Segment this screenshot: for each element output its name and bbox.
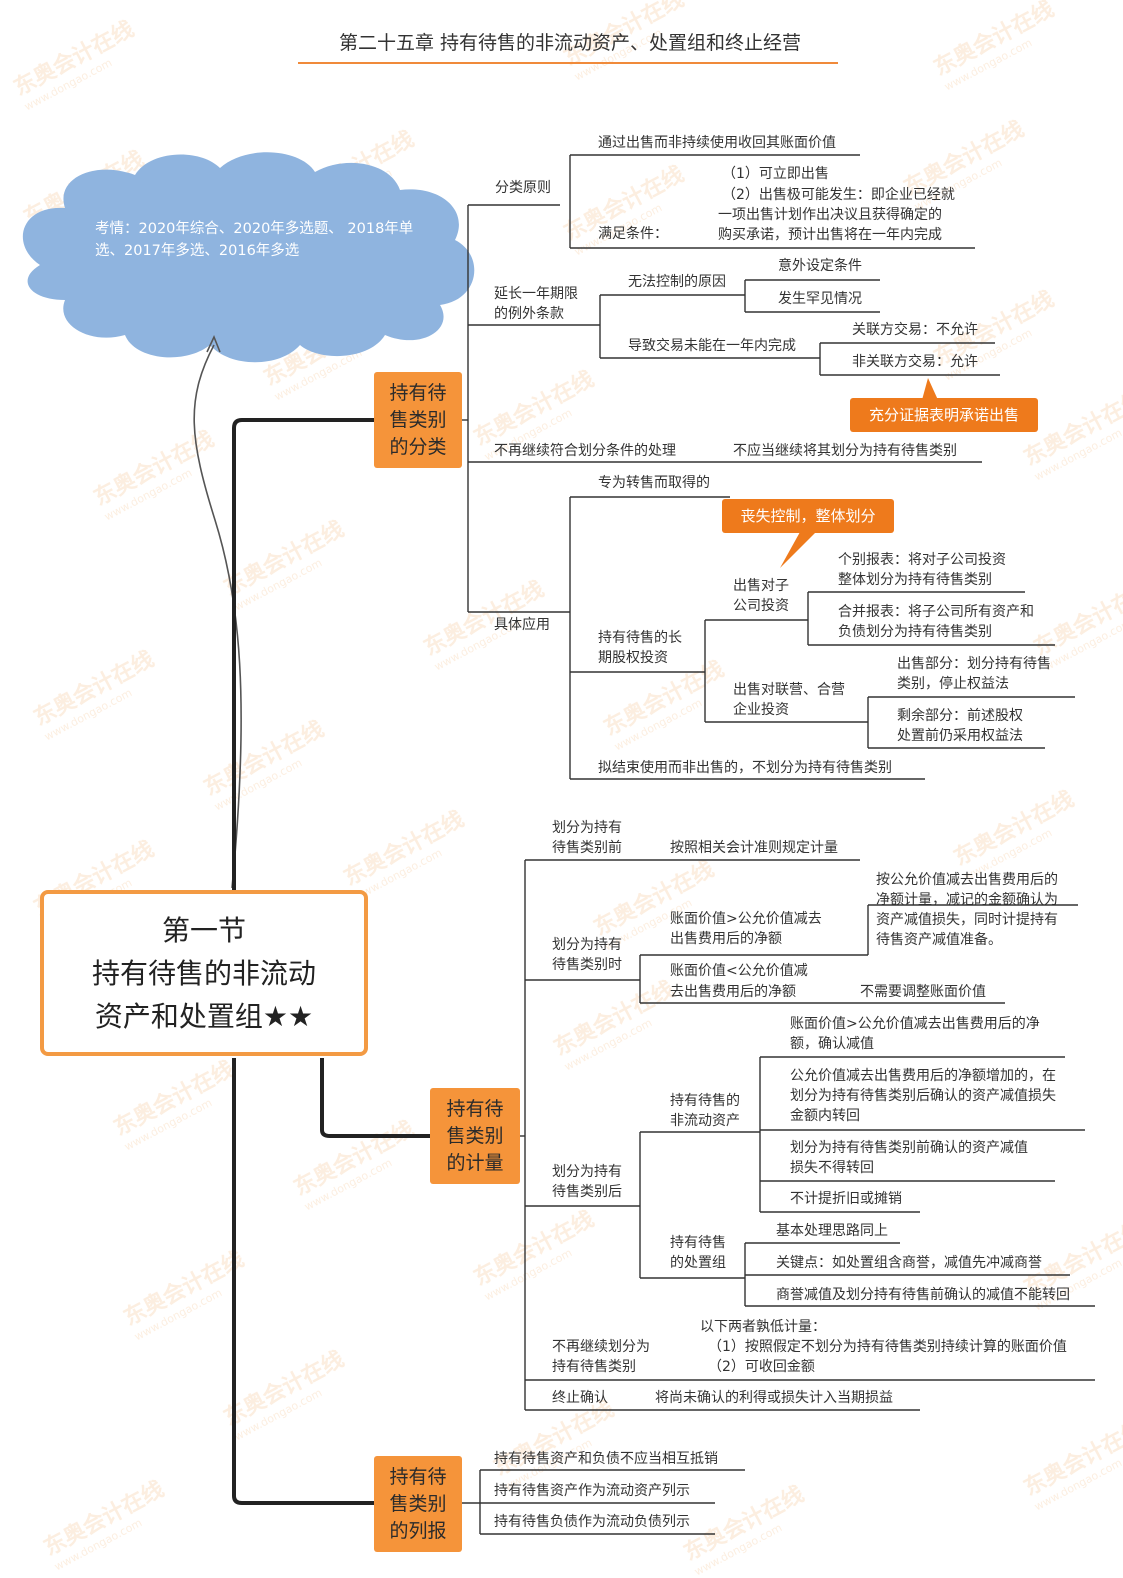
node-cease-l1[interactable]: 不再继续划分为 xyxy=(552,1339,650,1355)
node-related-party[interactable]: 关联方交易：不允许 xyxy=(852,322,978,338)
callout-pointer xyxy=(922,378,938,400)
node-non-related-party[interactable]: 非关联方交易：允许 xyxy=(852,354,978,370)
condition-line: （1）可立即出售 xyxy=(722,166,829,182)
central-topic-line3: 资产和处置组★★ xyxy=(94,1000,314,1033)
node-at-l1[interactable]: 划分为持有 xyxy=(552,937,622,953)
node-assoc-investment-l1[interactable]: 出售对联营、合营 xyxy=(733,682,845,698)
node-less-cond-l1[interactable]: 账面价值<公允价值减 xyxy=(670,963,808,979)
callout-sufficient-evidence[interactable]: 充分证据表明承诺出售 xyxy=(850,398,1038,432)
node-ltei-l1[interactable]: 持有待售的长 xyxy=(598,630,682,646)
node-abandon[interactable]: 拟结束使用而非出售的，不划分为持有待售类别 xyxy=(598,760,892,776)
node-less-cond-l2[interactable]: 去出售费用后的净额 xyxy=(670,984,796,1000)
node-no-longer-result[interactable]: 不应当继续将其划分为持有待售类别 xyxy=(733,443,957,459)
branch-measurement[interactable]: 持有待售类别的计量 xyxy=(430,1088,520,1184)
node-conditions[interactable]: 满足条件： xyxy=(598,226,668,242)
node-unexpected-conditions[interactable]: 意外设定条件 xyxy=(778,258,862,274)
condition-line: （2）出售极可能发生：即企业已经就 xyxy=(722,187,955,203)
node-greater-result[interactable]: 按公允价值减去出售费用后的净额计量，减记的金额确认为资产减值损失，同时计提持有待… xyxy=(876,872,1058,948)
node-at-l2[interactable]: 待售类别时 xyxy=(552,957,622,973)
central-topic-line1: 第一节 xyxy=(161,914,246,947)
node-no-offset[interactable]: 持有待售资产和负债不应当相互抵销 xyxy=(494,1451,718,1467)
node-cease-rule[interactable]: 以下两者孰低计量： xyxy=(700,1319,826,1335)
node-no-longer-qualifies[interactable]: 不再继续符合划分条件的处理 xyxy=(494,443,676,459)
node-incomplete-transaction[interactable]: 导致交易未能在一年内完成 xyxy=(628,338,796,354)
node-extension-l2[interactable]: 的例外条款 xyxy=(494,306,564,322)
node-sub-investment-l1[interactable]: 出售对子 xyxy=(733,578,789,594)
node-extension-l1[interactable]: 延长一年期限 xyxy=(494,286,578,302)
title-underline xyxy=(298,62,838,64)
node-nca-no-depreciation[interactable]: 不计提折旧或摊销 xyxy=(790,1191,902,1207)
node-nca-l1[interactable]: 持有待售的 xyxy=(670,1093,740,1109)
node-group-goodwill[interactable]: 关键点：如处置组含商誉，减值先冲减商誉 xyxy=(776,1255,1042,1271)
node-group-same[interactable]: 基本处理思路同上 xyxy=(776,1223,888,1239)
condition-line: 购买承诺，预计出售将在一年内完成 xyxy=(718,227,942,243)
node-nca-l2[interactable]: 非流动资产 xyxy=(670,1113,740,1129)
page-title: 第二十五章 持有待售的非流动资产、处置组和终止经营 xyxy=(338,32,802,54)
node-less-result[interactable]: 不需要调整账面价值 xyxy=(860,984,986,1000)
node-greater-cond-l2[interactable]: 出售费用后的净额 xyxy=(670,931,782,947)
node-sold-portion[interactable]: 出售部分：划分持有待售类别，停止权益法 xyxy=(897,656,1051,692)
branch-classification[interactable]: 持有待售类别的分类 xyxy=(374,372,462,468)
node-rare-circumstances[interactable]: 发生罕见情况 xyxy=(778,291,862,307)
node-cease-option1: （1）按照假定不划分为持有待售类别持续计算的账面价值 xyxy=(708,1339,1067,1355)
node-nca-no-reversal[interactable]: 划分为持有待售类别前确认的资产减值损失不得转回 xyxy=(790,1140,1028,1176)
node-cease-option2: （2）可收回金额 xyxy=(708,1359,815,1375)
node-sub-investment-l2[interactable]: 公司投资 xyxy=(733,598,789,614)
node-principle[interactable]: 通过出售而非持续使用收回其账面价值 xyxy=(598,135,836,151)
cloud-shape xyxy=(22,152,475,363)
exam-history-note: 考情：2020年综合、2020年多选题、 2018年单选、2017年多选、201… xyxy=(95,221,414,259)
central-topic-line2: 持有待售的非流动 xyxy=(91,957,316,990)
node-group-l2[interactable]: 的处置组 xyxy=(670,1255,726,1271)
node-assoc-investment-l2[interactable]: 企业投资 xyxy=(733,702,789,718)
callout-pointer xyxy=(780,532,816,568)
callout-loss-of-control[interactable]: 丧失控制，整体划分 xyxy=(722,499,894,533)
node-acquired-for-resale[interactable]: 专为转售而取得的 xyxy=(598,475,710,491)
node-group-no-reversal[interactable]: 商誉减值及划分持有待售前确认的减值不能转回 xyxy=(776,1287,1070,1303)
node-before-l1[interactable]: 划分为持有 xyxy=(552,820,622,836)
node-nca-reversal[interactable]: 公允价值减去出售费用后的净额增加的，在划分为持有待售类别后确认的资产减值损失金额… xyxy=(790,1068,1056,1124)
node-cease-l2[interactable]: 持有待售类别 xyxy=(552,1359,636,1375)
node-classification-principle[interactable]: 分类原则 xyxy=(495,180,551,196)
node-uncontrollable[interactable]: 无法控制的原因 xyxy=(628,274,726,290)
node-group-l1[interactable]: 持有待售 xyxy=(670,1235,726,1251)
node-derecognition-rule[interactable]: 将尚未确认的利得或损失计入当期损益 xyxy=(655,1390,893,1406)
node-separate-statements[interactable]: 个别报表：将对子公司投资整体划分为持有待售类别 xyxy=(838,552,1006,588)
node-derecognition[interactable]: 终止确认 xyxy=(552,1390,608,1406)
node-current-liabilities[interactable]: 持有待售负债作为流动负债列示 xyxy=(494,1514,690,1530)
node-consolidated-statements[interactable]: 合并报表：将子公司所有资产和负债划分为持有待售类别 xyxy=(838,604,1034,640)
node-application[interactable]: 具体应用 xyxy=(494,617,550,633)
central-topic[interactable]: 第一节 持有待售的非流动 资产和处置组★★ xyxy=(40,890,368,1056)
node-ltei-l2[interactable]: 期股权投资 xyxy=(598,650,668,666)
node-after-l2[interactable]: 待售类别后 xyxy=(552,1184,622,1200)
branch-presentation[interactable]: 持有待售类别的列报 xyxy=(374,1456,462,1552)
condition-line: 一项出售计划作出决议且获得确定的 xyxy=(718,207,942,223)
node-current-assets[interactable]: 持有待售资产作为流动资产列示 xyxy=(494,1483,690,1499)
cloud-arrow xyxy=(193,344,242,889)
node-before-l2[interactable]: 待售类别前 xyxy=(552,840,622,856)
node-remaining-portion[interactable]: 剩余部分：前述股权处置前仍采用权益法 xyxy=(897,708,1023,744)
node-after-l1[interactable]: 划分为持有 xyxy=(552,1164,622,1180)
node-nca-impairment[interactable]: 账面价值>公允价值减去出售费用后的净额，确认减值 xyxy=(790,1016,1040,1052)
node-before-rule[interactable]: 按照相关会计准则规定计量 xyxy=(670,840,838,856)
node-greater-cond-l1[interactable]: 账面价值>公允价值减去 xyxy=(670,911,822,927)
